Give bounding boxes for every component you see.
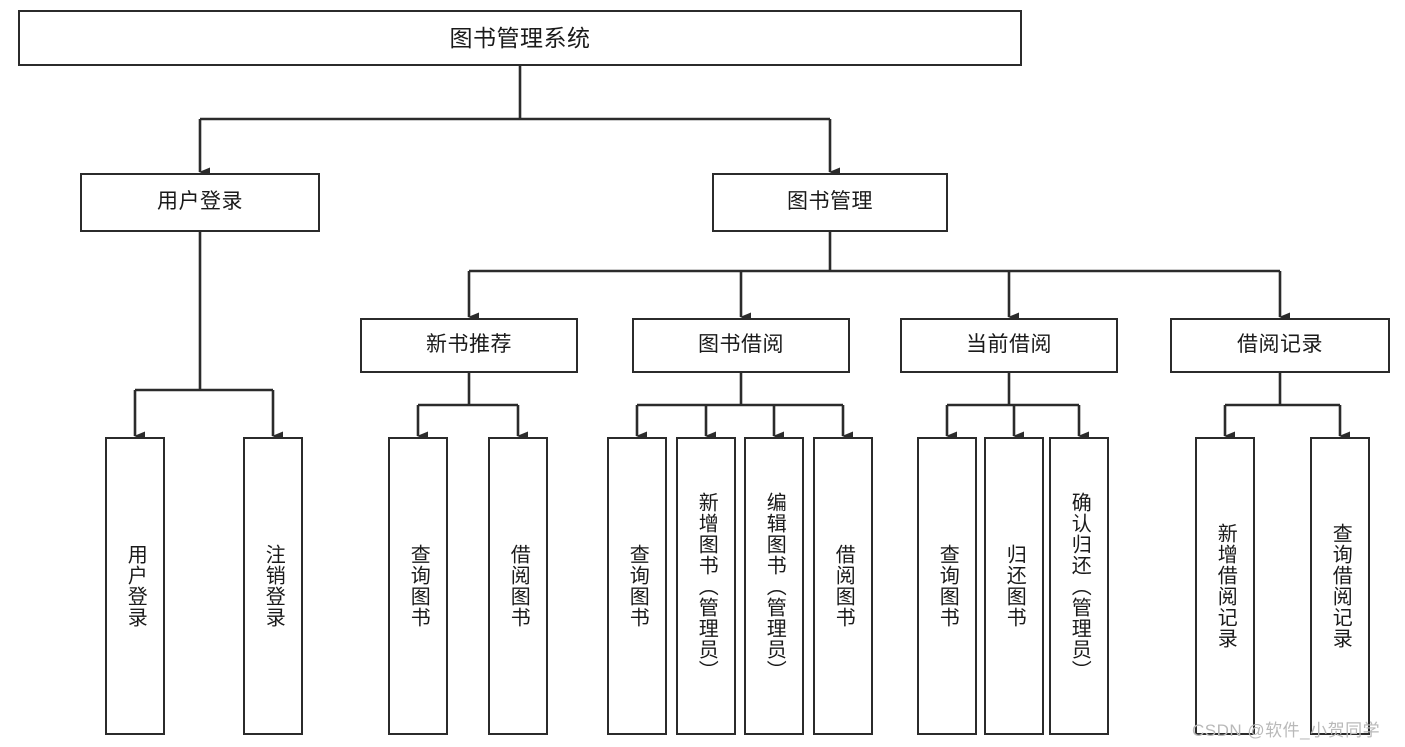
leaf-confirm-return[interactable]: 确认归还（管理员）: [1049, 437, 1109, 735]
node-current-borrow[interactable]: 当前借阅: [900, 318, 1118, 373]
leaf-query-book-2-label: 查询图书: [626, 544, 649, 628]
node-current-borrow-label: 当前借阅: [966, 333, 1052, 357]
leaf-confirm-return-label: 确认归还（管理员）: [1068, 491, 1091, 681]
node-book-borrow[interactable]: 图书借阅: [632, 318, 850, 373]
leaf-query-record-label: 查询借阅记录: [1329, 523, 1352, 649]
leaf-add-book[interactable]: 新增图书（管理员）: [676, 437, 736, 735]
leaf-user-login[interactable]: 用户登录: [105, 437, 165, 735]
leaf-query-record[interactable]: 查询借阅记录: [1310, 437, 1370, 735]
leaf-edit-book-label: 编辑图书（管理员）: [763, 491, 786, 681]
leaf-user-login-label: 用户登录: [124, 544, 147, 628]
watermark: CSDN @软件_小贺同学: [1192, 721, 1381, 740]
leaf-query-book-2[interactable]: 查询图书: [607, 437, 667, 735]
leaf-add-book-label: 新增图书（管理员）: [695, 491, 718, 681]
leaf-return-book-label: 归还图书: [1003, 544, 1026, 628]
leaf-borrow-book-1-label: 借阅图书: [507, 544, 530, 628]
node-borrow-record[interactable]: 借阅记录: [1170, 318, 1390, 373]
leaf-borrow-book-2-label: 借阅图书: [832, 544, 855, 628]
node-book-manage[interactable]: 图书管理: [712, 173, 948, 232]
leaf-return-book[interactable]: 归还图书: [984, 437, 1044, 735]
leaf-borrow-book-1[interactable]: 借阅图书: [488, 437, 548, 735]
leaf-logout[interactable]: 注销登录: [243, 437, 303, 735]
node-user-login[interactable]: 用户登录: [80, 173, 320, 232]
node-borrow-record-label: 借阅记录: [1237, 333, 1323, 357]
leaf-query-book-1-label: 查询图书: [407, 544, 430, 628]
node-book-borrow-label: 图书借阅: [698, 333, 784, 357]
leaf-add-record[interactable]: 新增借阅记录: [1195, 437, 1255, 735]
leaf-edit-book[interactable]: 编辑图书（管理员）: [744, 437, 804, 735]
node-user-login-label: 用户登录: [157, 190, 243, 214]
node-new-book-recommend-label: 新书推荐: [426, 333, 512, 357]
leaf-logout-label: 注销登录: [262, 544, 285, 628]
leaf-borrow-book-2[interactable]: 借阅图书: [813, 437, 873, 735]
node-book-manage-label: 图书管理: [787, 190, 873, 214]
leaf-query-book-1[interactable]: 查询图书: [388, 437, 448, 735]
node-new-book-recommend[interactable]: 新书推荐: [360, 318, 578, 373]
node-root-label: 图书管理系统: [449, 24, 591, 51]
node-root[interactable]: 图书管理系统: [18, 10, 1022, 66]
leaf-add-record-label: 新增借阅记录: [1214, 523, 1237, 649]
leaf-query-book-3-label: 查询图书: [936, 544, 959, 628]
tree-connectors: [133, 66, 1350, 441]
leaf-query-book-3[interactable]: 查询图书: [917, 437, 977, 735]
